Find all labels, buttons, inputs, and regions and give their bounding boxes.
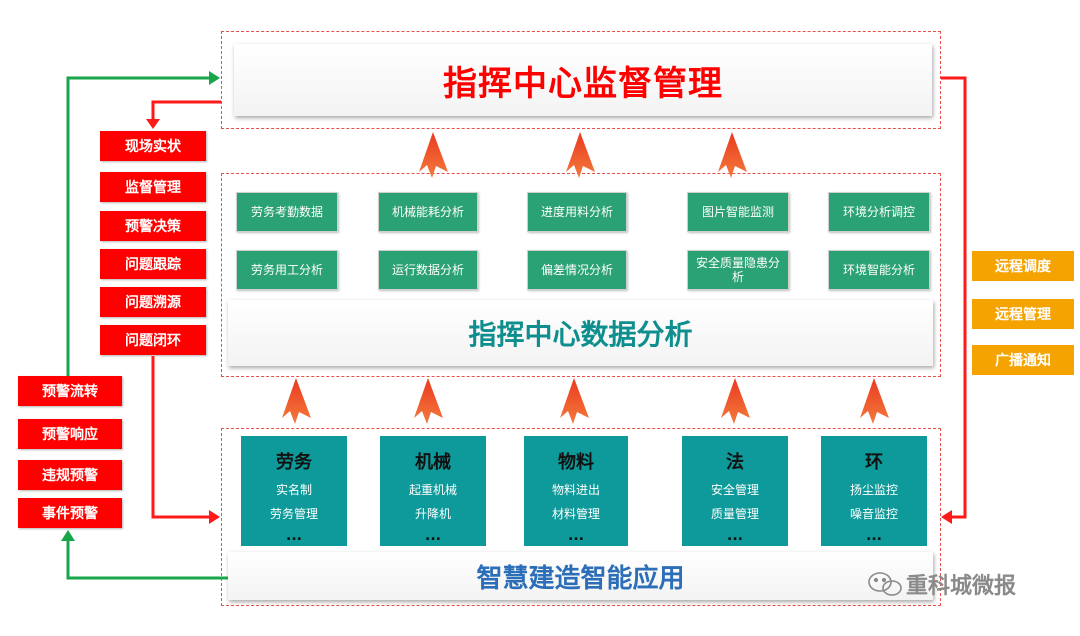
category-box-environment: 环 扬尘监控 噪音监控 ...: [821, 436, 927, 546]
right-orange-item[interactable]: 远程调度: [972, 251, 1074, 281]
analysis-item: 运行数据分析: [378, 250, 478, 290]
category-box-method: 法 安全管理 质量管理 ...: [682, 436, 788, 546]
arrow-right-icon: [209, 71, 220, 85]
left-lower-item[interactable]: 违规预警: [18, 460, 122, 490]
up-arrow-icon: [721, 378, 750, 424]
up-arrow-icon: [560, 378, 589, 424]
left-upper-item[interactable]: 问题闭环: [100, 325, 206, 355]
left-upper-item[interactable]: 问题溯源: [100, 287, 206, 317]
green-connector-up: [66, 76, 210, 376]
top-title-bar: 指挥中心监督管理: [234, 44, 932, 116]
up-arrow-icon: [718, 132, 747, 178]
left-upper-item[interactable]: 监督管理: [100, 172, 206, 202]
middle-title: 指挥中心数据分析: [468, 318, 693, 351]
wechat-icon: [868, 572, 902, 596]
analysis-item: 劳务考勤数据: [236, 192, 338, 232]
bottom-title: 智慧建造智能应用: [476, 563, 685, 594]
up-arrow-icon: [419, 132, 448, 178]
arrow-right-icon: [209, 510, 220, 524]
left-lower-item[interactable]: 事件预警: [18, 498, 122, 528]
up-arrow-icon: [282, 378, 311, 424]
analysis-item: 环境智能分析: [828, 250, 930, 290]
category-box-machinery: 机械 起重机械 升降机 ...: [380, 436, 486, 546]
category-box-labor: 劳务 实名制 劳务管理 ...: [241, 436, 347, 546]
arrow-left-icon: [941, 510, 952, 524]
left-upper-item[interactable]: 现场实状: [100, 131, 206, 161]
analysis-item: 图片智能监测: [687, 192, 789, 232]
watermark-text: 重科城微报: [906, 574, 1017, 599]
up-arrow-icon: [860, 378, 889, 424]
left-upper-item[interactable]: 问题跟踪: [100, 249, 206, 279]
analysis-item: 偏差情况分析: [527, 250, 627, 290]
analysis-item: 机械能耗分析: [378, 192, 478, 232]
analysis-item: 劳务用工分析: [236, 250, 338, 290]
red-connector-bottom-left: [151, 356, 210, 519]
left-upper-item[interactable]: 预警决策: [100, 211, 206, 241]
up-arrow-icon: [566, 132, 595, 178]
left-lower-item[interactable]: 预警流转: [18, 376, 122, 406]
top-section-frame: [221, 31, 941, 129]
category-box-materials: 物料 物料进出 材料管理 ...: [524, 436, 628, 546]
analysis-item: 进度用料分析: [527, 192, 627, 232]
right-orange-item[interactable]: 远程管理: [972, 299, 1074, 329]
bottom-section-frame: [221, 428, 941, 606]
bottom-title-bar: 智慧建造智能应用: [228, 552, 933, 600]
red-connector-right: [941, 76, 967, 519]
middle-title-bar: 指挥中心数据分析: [228, 300, 933, 366]
arrow-up-icon: [61, 530, 75, 541]
left-lower-item[interactable]: 预警响应: [18, 419, 122, 449]
analysis-item: 安全质量隐患分析: [687, 250, 789, 290]
middle-section-frame: [221, 173, 941, 377]
right-orange-item[interactable]: 广播通知: [972, 345, 1074, 375]
up-arrow-icon: [414, 378, 443, 424]
arrow-down-icon: [146, 119, 160, 129]
red-connector-top-left: [151, 100, 221, 120]
analysis-item: 环境分析调控: [828, 192, 930, 232]
green-connector-return: [66, 540, 228, 580]
top-title: 指挥中心监督管理: [443, 63, 723, 104]
